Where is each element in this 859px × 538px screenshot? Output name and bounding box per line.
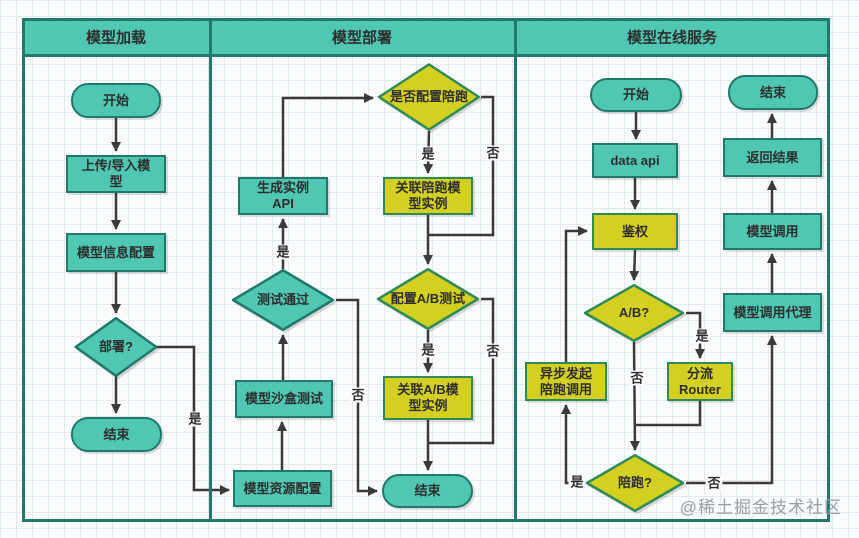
node-label: 是否配置陪跑 bbox=[389, 89, 468, 104]
node-label: 部署? bbox=[99, 339, 133, 354]
diamond-shape bbox=[74, 317, 158, 377]
lane-title-model-deploy: 模型部署 bbox=[331, 29, 393, 47]
node-data-api: data api bbox=[592, 143, 678, 178]
lane-title-model-online-service: 模型在线服务 bbox=[626, 29, 718, 47]
lane-title-model-load: 模型加载 bbox=[85, 29, 147, 47]
edge-label-ab-config-yes: 是 bbox=[419, 342, 437, 358]
edge-label-escort-config-yes: 是 bbox=[419, 146, 437, 162]
decision-ab: A/B? bbox=[583, 284, 685, 342]
node-gen-instance-api: 生成实例 API bbox=[238, 177, 328, 215]
decision-test-pass: 测试通过 bbox=[231, 269, 335, 331]
node-model-call: 模型调用 bbox=[723, 213, 822, 250]
node-sandbox-test: 模型沙盒测试 bbox=[235, 380, 333, 418]
node-async-escort-call: 异步发起 陪跑调用 bbox=[525, 362, 607, 401]
node-model-info-config: 模型信息配置 bbox=[66, 233, 166, 272]
node-resource-config: 模型资源配置 bbox=[233, 470, 332, 507]
node-return-result: 返回结果 bbox=[723, 138, 822, 177]
node-model-call-proxy: 模型调用代理 bbox=[723, 293, 822, 332]
node-label: 陪跑? bbox=[618, 475, 652, 490]
node-label: 配置A/B测试 bbox=[390, 291, 466, 306]
lane-divider bbox=[209, 18, 212, 522]
node-label: A/B? bbox=[618, 305, 650, 320]
node-label: 测试通过 bbox=[256, 292, 309, 307]
edge-label-ab-yes: 是 bbox=[693, 328, 711, 344]
node-assoc-ab-instance: 关联A/B模 型实例 bbox=[383, 376, 473, 420]
edge-label-test-pass-no: 否 bbox=[349, 387, 367, 403]
swimlane-header-band bbox=[22, 18, 830, 57]
node-auth: 鉴权 bbox=[592, 213, 678, 250]
node-end-load: 结束 bbox=[71, 417, 162, 452]
node-end-service: 结束 bbox=[728, 75, 818, 110]
edge-label-ab-config-no: 否 bbox=[484, 343, 502, 359]
decision-deploy: 部署? bbox=[74, 317, 158, 377]
diamond-shape bbox=[376, 268, 480, 330]
node-end-deploy: 结束 bbox=[382, 474, 473, 508]
edge-label-deploy-yes: 是 bbox=[186, 411, 204, 427]
diamond-shape bbox=[377, 63, 481, 131]
edge-label-ab-no: 否 bbox=[628, 370, 646, 386]
node-router: 分流 Router bbox=[667, 362, 733, 401]
node-assoc-escort-instance: 关联陪跑模 型实例 bbox=[383, 177, 473, 215]
lane-divider bbox=[514, 18, 517, 522]
decision-escort-config: 是否配置陪跑 bbox=[377, 63, 481, 131]
node-start-load: 开始 bbox=[71, 83, 161, 118]
diamond-shape bbox=[583, 284, 685, 342]
edge-label-test-pass-yes: 是 bbox=[274, 244, 292, 260]
node-start-service: 开始 bbox=[590, 78, 682, 112]
diamond-shape bbox=[585, 454, 685, 512]
edge-label-escort-yes: 是 bbox=[568, 474, 586, 490]
node-upload-import-model: 上传/导入模 型 bbox=[66, 155, 166, 193]
watermark: @稀土掘金技术社区 bbox=[679, 498, 842, 517]
diamond-shape bbox=[231, 269, 335, 331]
edge-label-escort-config-no: 否 bbox=[484, 145, 502, 161]
decision-ab-config: 配置A/B测试 bbox=[376, 268, 480, 330]
edge-label-escort-no: 否 bbox=[705, 475, 723, 491]
decision-escort: 陪跑? bbox=[585, 454, 685, 512]
